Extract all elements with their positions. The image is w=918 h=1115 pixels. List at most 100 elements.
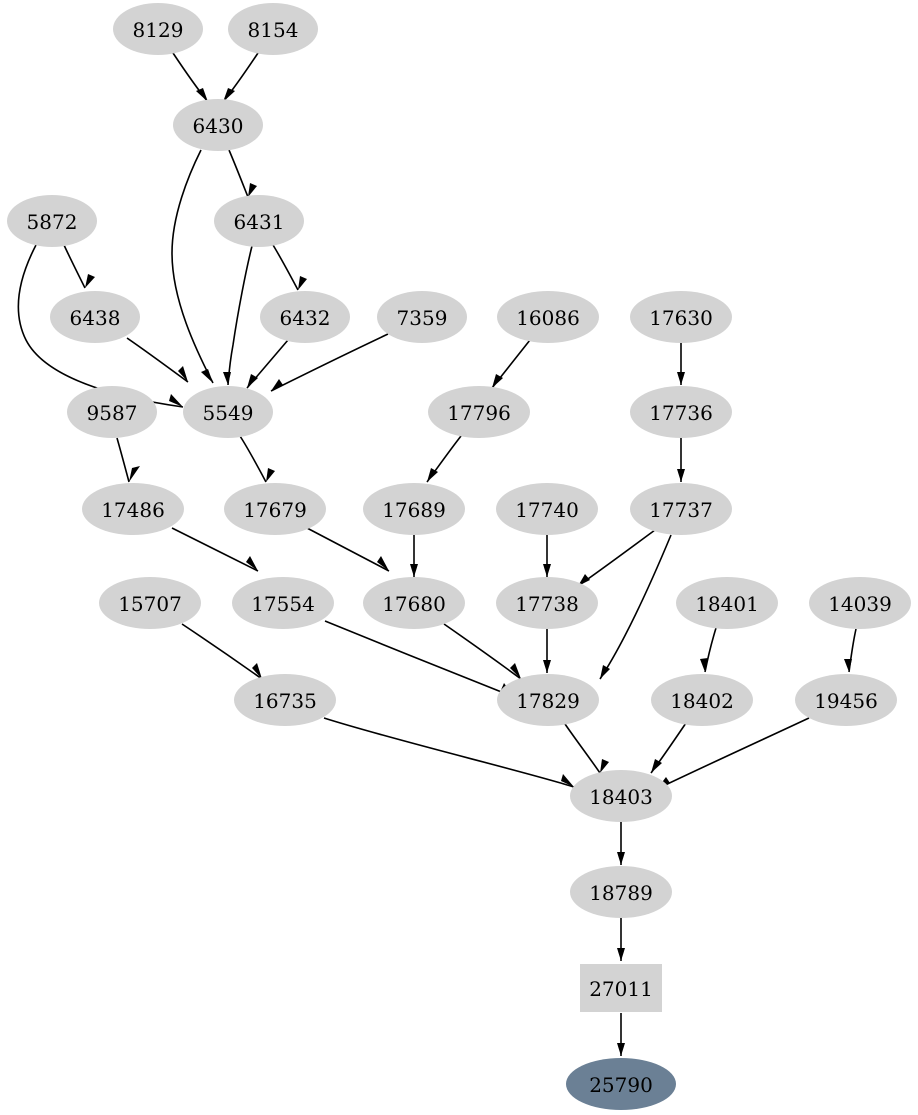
arrowhead-icon (617, 852, 625, 865)
graph-edge (543, 535, 551, 577)
arrowhead-icon (85, 274, 95, 288)
graph-node[interactable]: 17737 (630, 483, 732, 535)
node-ellipse[interactable] (50, 291, 140, 343)
graph-edge (323, 717, 575, 788)
graph-edge (617, 822, 625, 865)
graph-node[interactable]: 9587 (67, 386, 157, 438)
node-ellipse[interactable] (173, 99, 263, 151)
graph-node[interactable]: 6431 (214, 195, 304, 247)
graph-edge (491, 339, 531, 389)
graph-node[interactable]: 17680 (363, 577, 465, 629)
edge-line (270, 333, 389, 392)
arrowhead-icon (129, 466, 140, 482)
node-ellipse[interactable] (214, 195, 304, 247)
graph-node[interactable]: 16735 (234, 674, 336, 726)
node-ellipse[interactable] (234, 674, 336, 726)
arrowhead-icon (844, 659, 852, 672)
graph-node[interactable]: 17486 (82, 483, 184, 535)
edge-line (306, 527, 390, 572)
node-ellipse[interactable] (99, 577, 201, 629)
node-ellipse[interactable] (7, 195, 97, 247)
node-ellipse[interactable] (497, 674, 599, 726)
graph-node[interactable]: 5549 (183, 386, 273, 438)
graph-edge (844, 628, 857, 673)
graph-node[interactable]: 16086 (497, 291, 599, 343)
node-ellipse[interactable] (228, 3, 318, 55)
node-ellipse[interactable] (82, 483, 184, 535)
node-ellipse[interactable] (232, 577, 334, 629)
graph-node[interactable]: 14039 (809, 577, 911, 629)
arrowhead-icon (252, 663, 262, 679)
graph-node[interactable]: 15707 (99, 577, 201, 629)
graph-node[interactable]: 17738 (496, 577, 598, 629)
graph-edge (272, 244, 307, 291)
node-ellipse[interactable] (496, 483, 598, 535)
node-rectangle[interactable] (580, 964, 662, 1012)
arrowhead-icon (377, 556, 389, 571)
arrowhead-icon (700, 658, 708, 672)
graph-node[interactable]: 5872 (7, 195, 97, 247)
edge-line (272, 244, 299, 291)
node-ellipse[interactable] (496, 577, 598, 629)
edge-line (323, 717, 575, 788)
graph-node[interactable]: 17679 (224, 483, 326, 535)
arrowhead-icon (223, 88, 235, 102)
node-ellipse[interactable] (113, 3, 203, 55)
graph-node[interactable]: 17554 (232, 577, 334, 629)
graph-node[interactable]: 6430 (173, 99, 263, 151)
graph-node[interactable]: 18401 (676, 577, 778, 629)
node-ellipse[interactable] (260, 291, 350, 343)
arrowhead-icon (677, 469, 685, 482)
node-ellipse[interactable] (224, 483, 326, 535)
graph-node[interactable]: 17689 (363, 483, 465, 535)
graph-node[interactable]: 18403 (570, 770, 672, 822)
node-ellipse[interactable] (676, 577, 778, 629)
node-ellipse[interactable] (183, 386, 273, 438)
graph-node[interactable]: 18789 (570, 866, 672, 918)
graph-edge (577, 529, 656, 587)
graph-edge (677, 342, 685, 385)
graph-edge (324, 620, 515, 698)
edge-line (324, 620, 515, 698)
node-ellipse[interactable] (428, 386, 530, 438)
graph-node[interactable]: 18402 (651, 674, 753, 726)
graph-edge (126, 337, 189, 383)
node-ellipse[interactable] (630, 386, 732, 438)
node-ellipse[interactable] (630, 483, 732, 535)
graph-node[interactable]: 17796 (428, 386, 530, 438)
node-ellipse[interactable] (377, 291, 467, 343)
graph-node[interactable]: 7359 (377, 291, 467, 343)
edge-line (656, 717, 810, 790)
arrowhead-icon (178, 366, 188, 382)
graph-node[interactable]: 8154 (228, 3, 318, 55)
node-ellipse[interactable] (795, 674, 897, 726)
graph-node[interactable]: 17829 (497, 674, 599, 726)
edge-line (599, 534, 672, 680)
graph-node[interactable]: 19456 (795, 674, 897, 726)
node-ellipse[interactable] (809, 577, 911, 629)
arrowhead-icon (651, 759, 662, 773)
graph-node[interactable]: 6438 (50, 291, 140, 343)
node-ellipse[interactable] (630, 291, 732, 343)
node-ellipse[interactable] (67, 386, 157, 438)
graph-edge (116, 437, 140, 483)
graph-node[interactable]: 17740 (496, 483, 598, 535)
graph-edge (181, 623, 263, 680)
node-ellipse[interactable] (570, 770, 672, 822)
node-ellipse[interactable] (566, 1058, 676, 1110)
arrowhead-icon (169, 394, 183, 407)
graph-edge (410, 534, 418, 577)
graph-edge (223, 245, 253, 386)
graph-node[interactable]: 6432 (260, 291, 350, 343)
graph-node[interactable]: 27011 (580, 964, 662, 1012)
node-ellipse[interactable] (570, 866, 672, 918)
graph-node[interactable]: 17630 (630, 291, 732, 343)
arrowhead-icon (247, 374, 258, 388)
graph-node[interactable]: 17736 (630, 386, 732, 438)
node-ellipse[interactable] (497, 291, 599, 343)
graph-node[interactable]: 25790 (566, 1058, 676, 1110)
graph-node[interactable]: 8129 (113, 3, 203, 55)
node-ellipse[interactable] (363, 577, 465, 629)
node-ellipse[interactable] (363, 483, 465, 535)
node-ellipse[interactable] (651, 674, 753, 726)
